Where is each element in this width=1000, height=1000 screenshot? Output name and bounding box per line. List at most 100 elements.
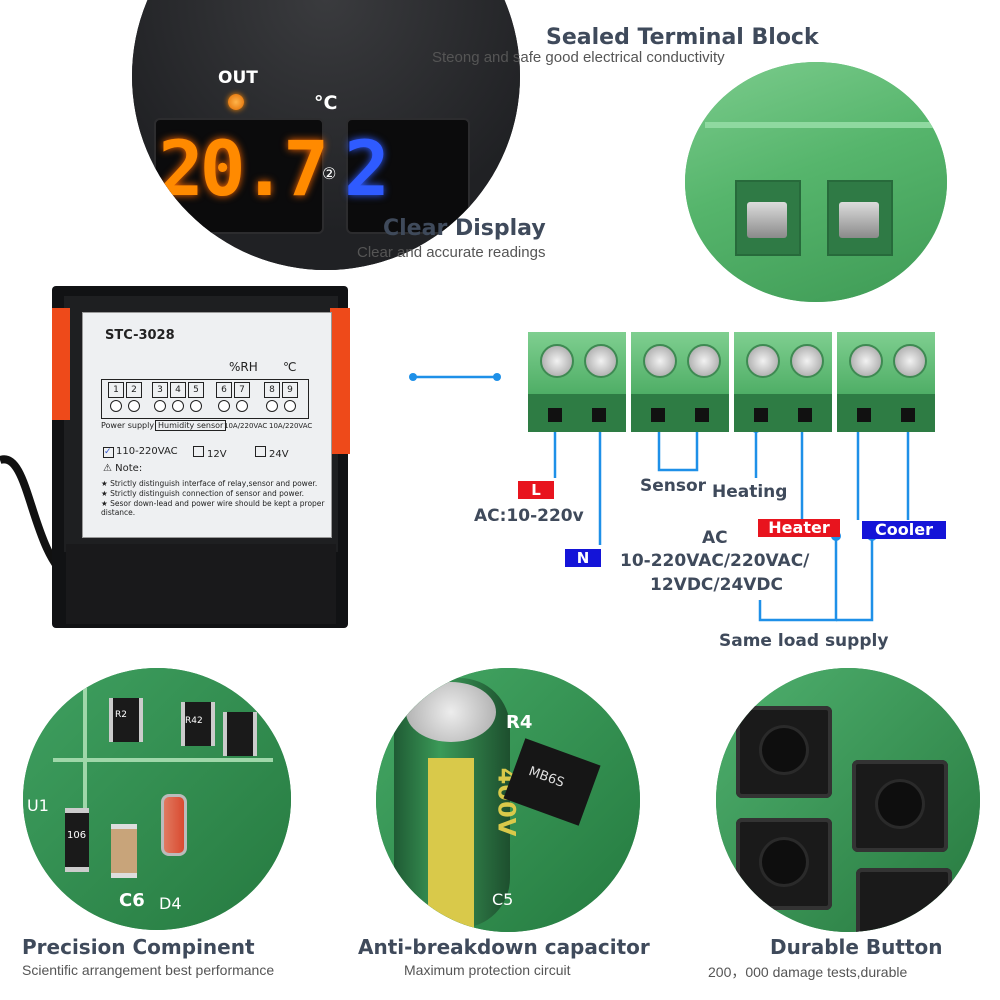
live-label: L [518, 481, 554, 499]
terminal-hole [592, 408, 606, 422]
smd-resistor [223, 712, 257, 756]
device-lower-housing [66, 544, 336, 624]
marker-2: ② [322, 164, 337, 183]
terminal-number: 8 [264, 382, 280, 398]
terminal-hole [548, 408, 562, 422]
screw-icon [190, 400, 202, 412]
model-name: STC-3028 [105, 328, 175, 343]
right-clip [330, 308, 350, 454]
terminal-screw-icon [540, 344, 574, 378]
out-led-indicator [228, 94, 244, 110]
precision-component-title: Precision Compinent [22, 935, 255, 959]
terminal-screw-icon [643, 344, 677, 378]
terminal-hole [695, 408, 709, 422]
screw-icon [284, 400, 296, 412]
pcb-marking-c6: C6 [119, 890, 145, 911]
durable-button-subtitle: 200，000 damage tests,durable [708, 964, 908, 980]
unit-label: °C [314, 92, 338, 114]
terminal-body [685, 62, 947, 302]
button-cap [878, 782, 922, 826]
terminal-ridge [705, 122, 935, 128]
precision-component-subtitle: Scientific arrangement best performance [22, 962, 275, 978]
tactile-button-2 [852, 760, 948, 852]
terminal-number: 7 [234, 382, 250, 398]
clear-display-subtitle: Clear and accurate readings [357, 244, 546, 261]
tactile-button-4 [856, 868, 952, 932]
terminal-number: 5 [188, 382, 204, 398]
sensor-label: Sensor [640, 476, 707, 496]
button-cap [762, 840, 806, 884]
capacitor-closeup: 400V MB6S R4 C5 [376, 668, 640, 932]
screw-clamp-2 [839, 202, 879, 238]
left-clip [52, 308, 70, 420]
pcb-trace [83, 688, 87, 868]
terminal-block-2 [631, 332, 729, 432]
checkbox-icon [193, 446, 204, 457]
terminal-closeup [685, 62, 947, 302]
clear-display-title: Clear Display [383, 216, 546, 241]
primary-led-reading: 20.7 [158, 124, 329, 213]
screw-icon [236, 400, 248, 412]
terminal-screw-icon [790, 344, 824, 378]
load-voltage-line1: 10-220VAC/220VAC/ [620, 551, 810, 571]
terminal-block-1 [528, 332, 626, 432]
screw-icon [218, 400, 230, 412]
terminal-block-title: Sealed Terminal Block [546, 25, 819, 50]
pcb-marking-r4: R4 [506, 712, 533, 733]
pcb-marking-d4: D4 [159, 894, 182, 913]
voltage-option-3-label: 24V [269, 449, 289, 460]
relay-rating-1: 10A/220VAC [224, 422, 268, 430]
screw-icon [172, 400, 184, 412]
terminal-number: 3 [152, 382, 168, 398]
pcb-trace [53, 758, 273, 762]
screw-icon [128, 400, 140, 412]
capacitor-title: Anti-breakdown capacitor [358, 935, 650, 959]
pcb-surface [23, 668, 291, 930]
secondary-led-reading: 2 [344, 124, 390, 213]
terminal-screw-icon [849, 344, 883, 378]
checkbox-icon [255, 446, 266, 457]
pcb-marking-r2: R2 [115, 710, 127, 720]
terminal-hole [754, 408, 768, 422]
terminal-screw-icon [893, 344, 927, 378]
terminal-number: 2 [126, 382, 142, 398]
pcb-marking-u1: U1 [27, 796, 49, 815]
terminal-block-row [528, 332, 940, 432]
heater-label: Heater [758, 519, 840, 537]
terminal-hole [901, 408, 915, 422]
terminal-block-subtitle: Steong and safe good electrical conducti… [432, 49, 725, 66]
neutral-label: N [565, 549, 601, 567]
durable-button-title: Durable Button [770, 935, 943, 959]
primary-led-window [154, 118, 324, 234]
screw-icon [154, 400, 166, 412]
voltage-option-3: 24V [255, 446, 289, 460]
note-title-text: Note: [115, 463, 143, 474]
capacitor-top [406, 682, 496, 742]
note-1-text: Strictly distinguish interface of relay,… [110, 479, 318, 488]
terminal-screw-icon [687, 344, 721, 378]
precision-component-closeup: R2 R42 106 C6 D4 U1 [23, 668, 291, 930]
tactile-button-3 [736, 818, 832, 910]
note-1: ★ Strictly distinguish interface of rela… [101, 479, 318, 488]
capacitor-stripe [428, 758, 474, 928]
voltage-option-1: ✓110-220VAC [103, 446, 178, 458]
screw-icon [266, 400, 278, 412]
terminal-slot-2 [827, 180, 893, 256]
power-supply-label: Power supply [101, 421, 155, 430]
pcb-marking-c5: C5 [492, 890, 514, 909]
terminal-block-4 [837, 332, 935, 432]
note-3-text: Sesor down-lead and power wire should be… [101, 499, 325, 517]
marker-1: ① [136, 164, 151, 183]
terminal-number: 4 [170, 382, 186, 398]
terminal-block-base [734, 394, 832, 432]
button-cap [762, 728, 806, 772]
terminal-number: 1 [108, 382, 124, 398]
same-load-supply: Same load supply [719, 631, 889, 651]
screw-clamp-1 [747, 202, 787, 238]
relay-rating-2: 10A/220VAC [269, 422, 313, 430]
smd-resistor [65, 808, 89, 872]
terminal-block-base [837, 394, 935, 432]
ac-range: AC:10-220v [474, 506, 584, 526]
terminal-block-base [528, 394, 626, 432]
